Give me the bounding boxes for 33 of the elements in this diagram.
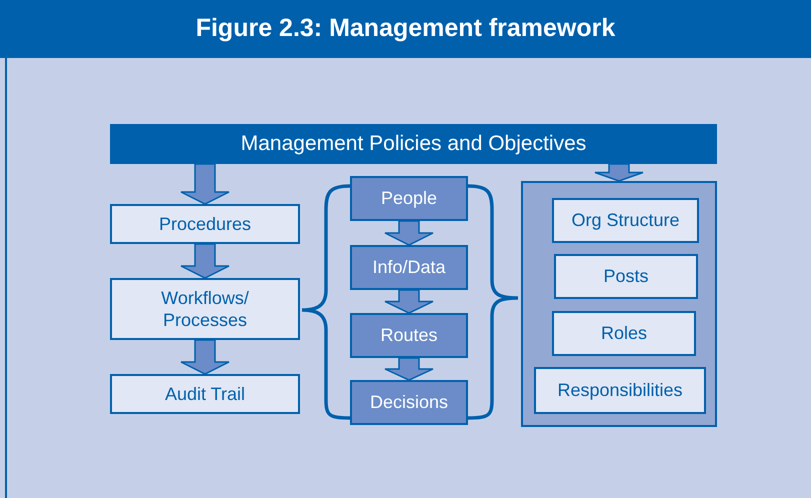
process-box (552, 198, 699, 243)
process-box (350, 313, 468, 358)
group-panel (521, 181, 717, 427)
process-box (350, 176, 468, 221)
block-arrow (384, 357, 434, 381)
box-label: Org Structure (570, 209, 681, 232)
process-box (552, 311, 696, 356)
process-box (350, 380, 468, 425)
block-arrow (594, 163, 644, 182)
block-arrow (180, 243, 230, 279)
process-box (554, 254, 698, 299)
box-label: Routes (379, 324, 439, 347)
box-label: Management Policies and Objectives (240, 130, 588, 157)
box-label: Posts (602, 265, 650, 288)
process-box (350, 245, 468, 290)
figure-title: Figure 2.3: Management framework (196, 13, 616, 44)
block-arrow (384, 289, 434, 314)
box-label: Info/Data (371, 256, 447, 279)
block-arrow (384, 220, 434, 246)
box-label: Roles (600, 322, 648, 345)
box-label: Responsibilities (556, 379, 684, 402)
process-box (110, 374, 300, 414)
process-box (110, 278, 300, 340)
block-arrow (180, 163, 230, 205)
box-label: Workflows/ Processes (160, 286, 250, 332)
box-label: People (380, 187, 438, 210)
block-arrow (180, 339, 230, 375)
box-label: Decisions (368, 391, 450, 414)
process-box (534, 367, 706, 414)
process-box (110, 204, 300, 244)
box-label: Procedures (158, 212, 252, 236)
header-bar (110, 124, 717, 164)
box-label: Audit Trail (164, 382, 246, 406)
